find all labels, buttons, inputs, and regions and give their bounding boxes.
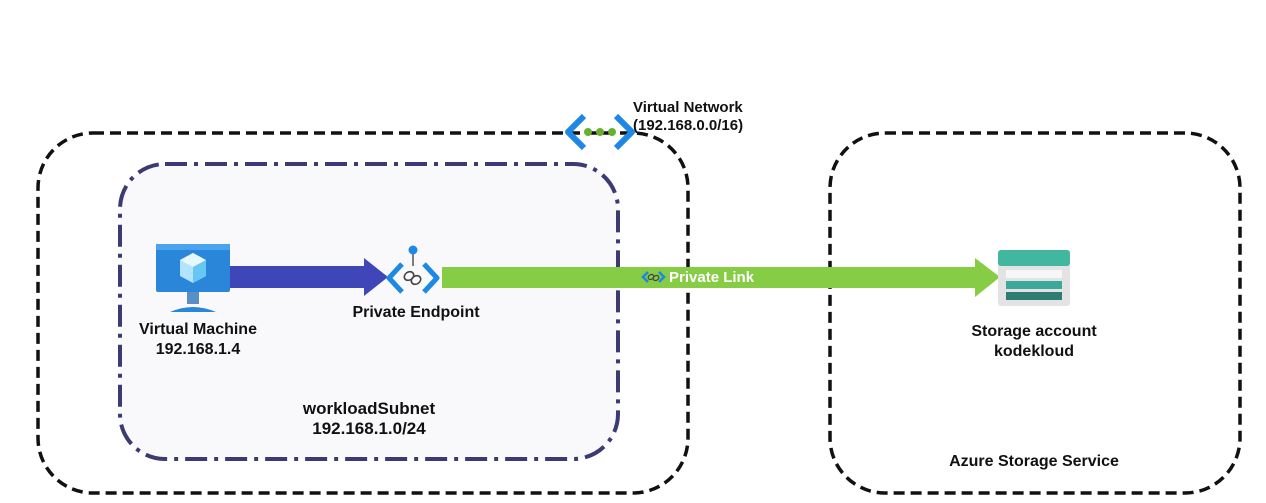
vm-to-endpoint-arrow: [230, 258, 388, 296]
vnet-cidr: (192.168.0.0/16): [633, 117, 744, 134]
vnet-boundary: [36, 131, 690, 495]
virtual-network-icon: [565, 113, 635, 151]
subnet-label: workloadSubnet 192.168.1.0/24: [279, 399, 459, 439]
storage-account-id: kodekloud: [993, 343, 1074, 360]
storage-account-label: Storage account kodekloud: [954, 322, 1114, 362]
vnet-label: Virtual Network (192.168.0.0/16): [633, 99, 743, 135]
vm-label: Virtual Machine 192.168.1.4: [128, 320, 268, 360]
storage-service-label: Azure Storage Service: [949, 453, 1119, 470]
subnet-cidr: 192.168.1.0/24: [312, 419, 426, 438]
subnet-name: workloadSubnet: [302, 399, 436, 418]
vm-name: Virtual Machine: [139, 321, 257, 338]
private-link-icon: [641, 271, 666, 283]
storage-account-name: Storage account: [971, 323, 1097, 340]
subnet-boundary: [118, 162, 620, 461]
private-link-arrow: [442, 258, 1000, 297]
storage-service-boundary: [828, 131, 1242, 495]
vnet-name: Virtual Network: [633, 99, 743, 116]
storage-account-icon: [998, 250, 1070, 306]
virtual-machine-icon: [156, 244, 230, 312]
private-endpoint-label: Private Endpoint: [352, 304, 480, 321]
private-endpoint-icon: [386, 245, 440, 294]
private-link-label: Private Link: [669, 269, 755, 286]
vm-ip: 192.168.1.4: [155, 341, 241, 358]
